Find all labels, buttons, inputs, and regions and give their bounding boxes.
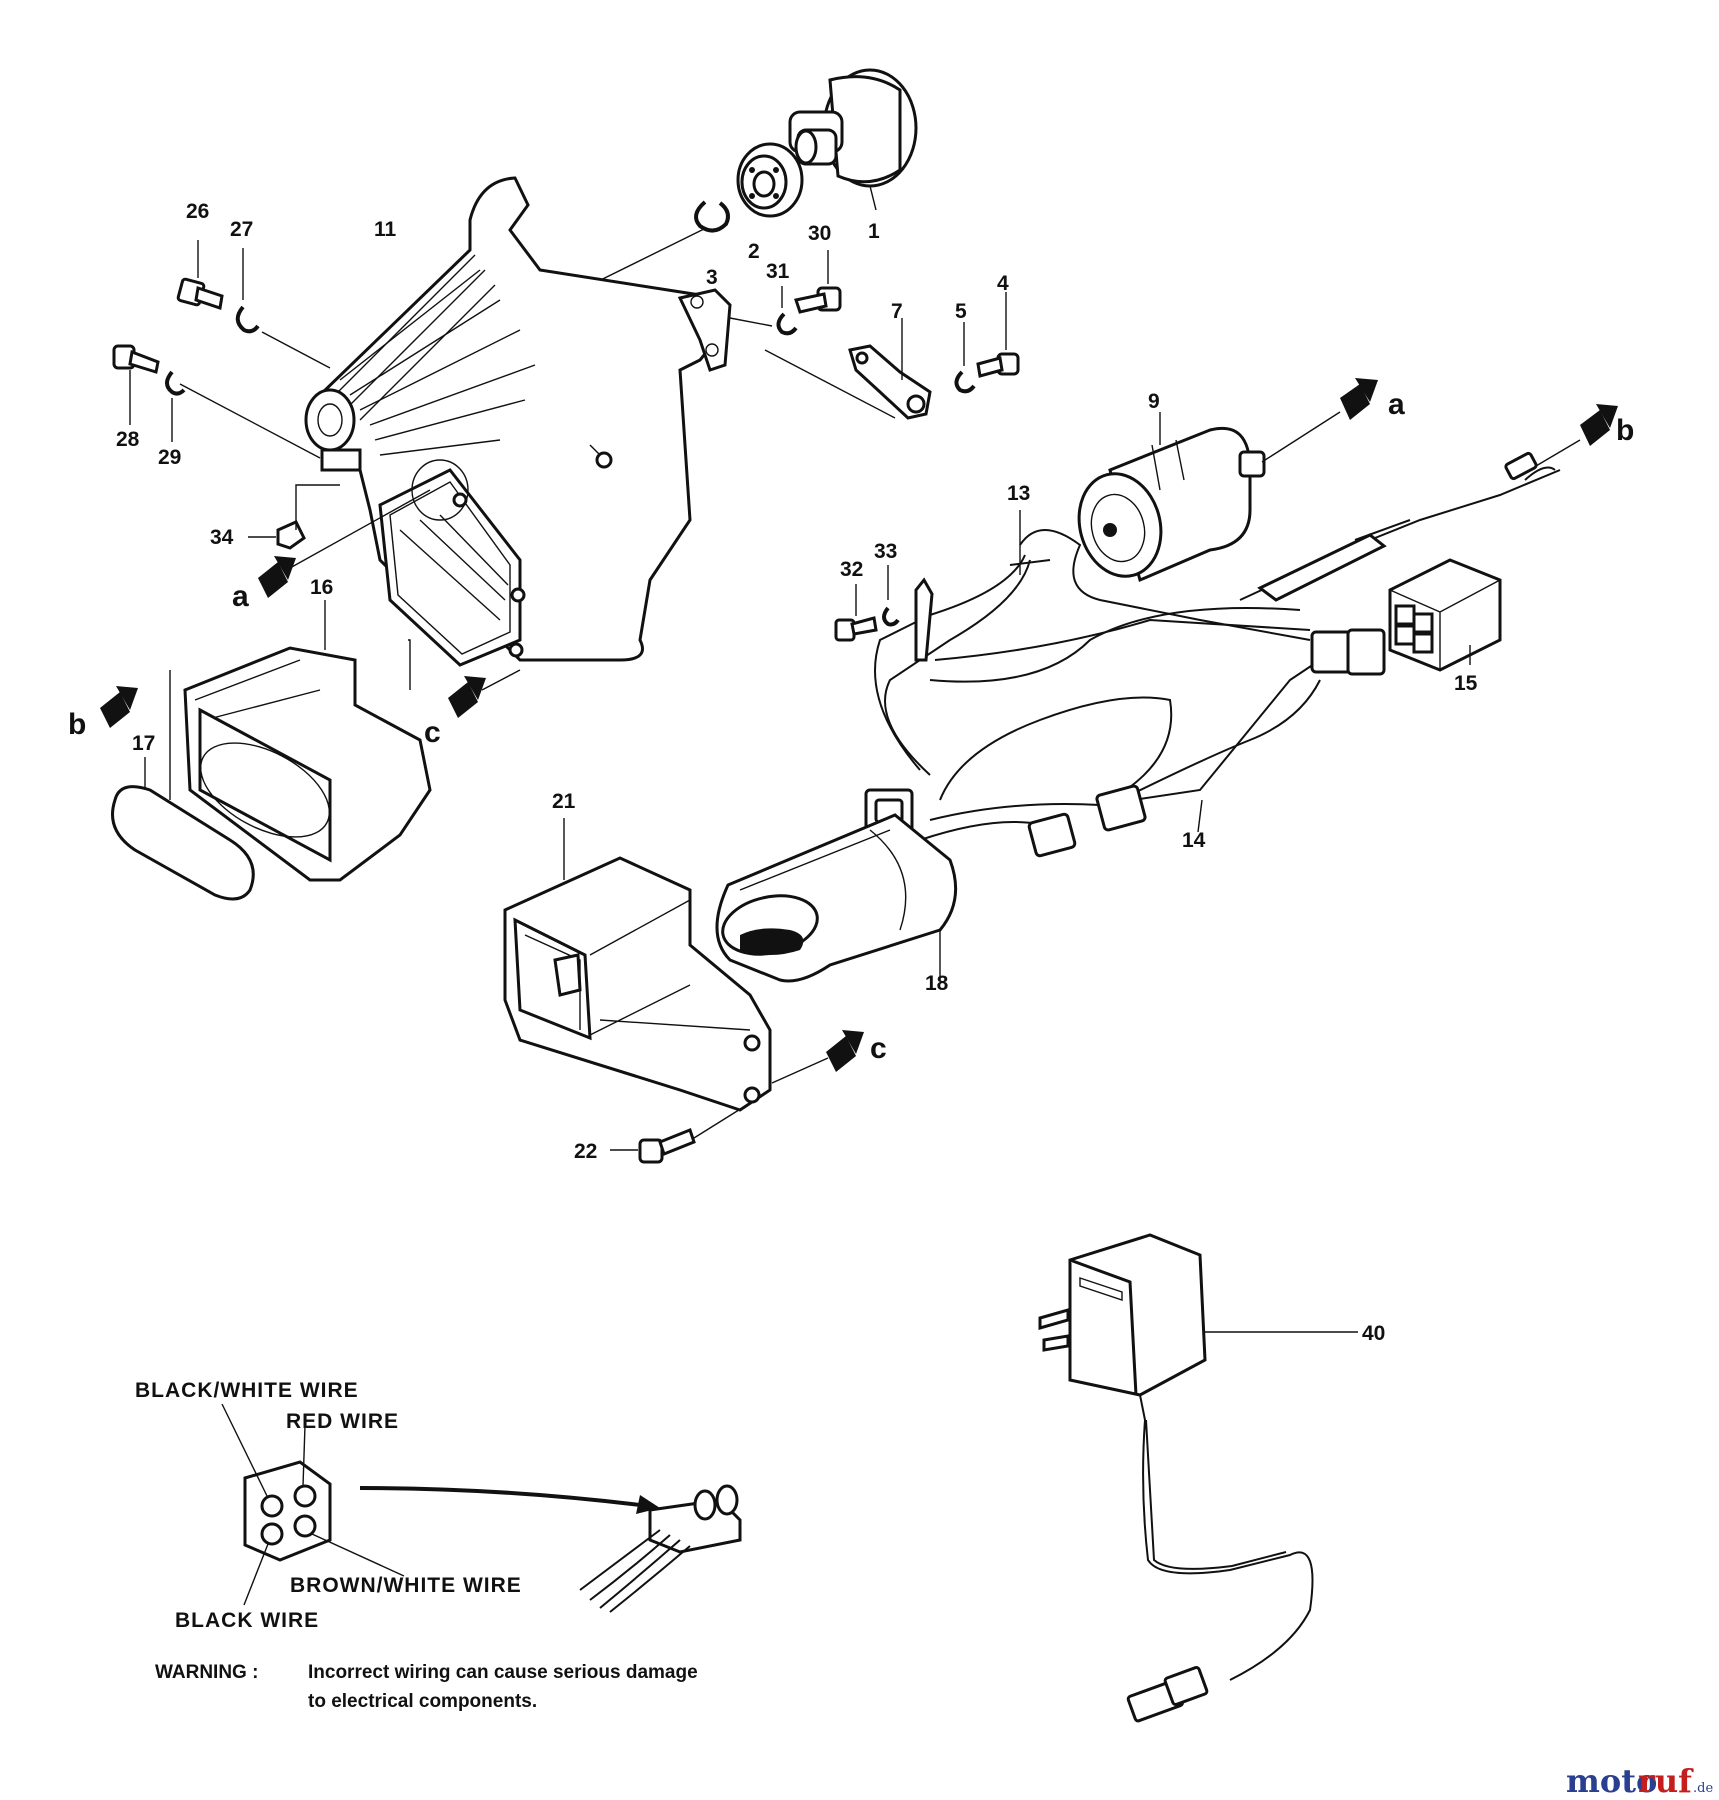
label-part-28: 28 (116, 428, 140, 451)
label-part-7: 7 (891, 300, 903, 323)
label-part-31: 31 (766, 260, 790, 283)
part-31-washer (729, 286, 798, 336)
part-13-wire (1009, 510, 1051, 575)
part-40-charger (1038, 1233, 1358, 1723)
label-part-2: 2 (748, 240, 760, 263)
label-part-33: 33 (874, 540, 897, 563)
ref-letter-c-left: c (424, 716, 441, 749)
part-11-gear-housing (304, 176, 732, 667)
part-14-wiring-harness (864, 451, 1561, 858)
label-part-17: 17 (132, 732, 155, 755)
wire-label-black: BLACK WIRE (175, 1609, 319, 1632)
svg-text:moto: moto (1566, 1762, 1657, 1800)
label-part-3: 3 (706, 266, 718, 289)
label-part-5: 5 (955, 300, 967, 323)
part-5-washer (954, 322, 976, 394)
label-part-1: 1 (868, 220, 880, 243)
label-part-14: 14 (1182, 829, 1206, 852)
label-part-22: 22 (574, 1140, 597, 1163)
wire-label-brown-white: BROWN/WHITE WIRE (290, 1574, 522, 1597)
part-15-connector (1388, 558, 1502, 672)
label-part-9: 9 (1148, 390, 1160, 413)
part-27-washer (235, 248, 331, 369)
ref-letter-b-left: b (68, 708, 86, 741)
part-18-battery-pack (715, 813, 958, 983)
part-4-screw (976, 292, 1020, 378)
watermark-logo: moto ruf .de (1566, 1762, 1713, 1800)
connector-detail (221, 1403, 742, 1613)
part-26-screw (176, 240, 224, 310)
ref-letter-c-bottom: c (870, 1032, 887, 1065)
part-1-clutch-drum (788, 68, 918, 211)
arrow-a-left (258, 489, 431, 598)
label-part-11: 11 (374, 218, 397, 241)
warning-line-2: to electrical components. (308, 1691, 537, 1712)
label-part-32: 32 (840, 558, 863, 581)
part-29-washer (165, 370, 321, 459)
part-32-screw (834, 584, 878, 642)
part-33-washer (882, 565, 934, 662)
part-28-screw (112, 344, 160, 425)
label-part-16: 16 (310, 576, 333, 599)
label-part-15: 15 (1454, 672, 1478, 695)
ref-letter-a-left: a (232, 580, 249, 613)
part-7-bracket (764, 318, 932, 420)
warning-label: WARNING : (155, 1662, 258, 1683)
warning-line-1: Incorrect wiring can cause serious damag… (308, 1662, 698, 1683)
label-part-27: 27 (230, 218, 253, 241)
part-21-battery-housing (503, 818, 772, 1112)
label-part-30: 30 (808, 222, 831, 245)
part-16-battery-cover (183, 600, 432, 882)
arrow-c-left (448, 669, 521, 718)
part-30-screw (794, 250, 842, 314)
wire-label-red: RED WIRE (286, 1410, 399, 1433)
svg-text:ruf: ruf (1638, 1762, 1694, 1800)
part-9-motor (1077, 411, 1341, 583)
label-part-4: 4 (997, 272, 1009, 295)
ref-letter-a-top: a (1388, 388, 1405, 421)
label-part-26: 26 (186, 200, 209, 223)
label-part-34: 34 (210, 526, 234, 549)
svg-text:.de: .de (1693, 1781, 1713, 1796)
label-part-21: 21 (552, 790, 576, 813)
arrow-b-top (1535, 404, 1618, 467)
part-2-bearing (736, 142, 804, 218)
label-part-13: 13 (1007, 482, 1030, 505)
part-17-plate (111, 670, 255, 901)
part-22-screw (610, 1102, 751, 1164)
arrow-a-top (1340, 378, 1378, 420)
arrow-c-bottom (771, 1030, 864, 1084)
label-part-40: 40 (1362, 1322, 1385, 1345)
arrow-b-left (100, 686, 138, 728)
wire-label-black-white: BLACK/WHITE WIRE (135, 1379, 359, 1402)
part-34-clip (248, 484, 340, 550)
ref-letter-b-top: b (1616, 414, 1634, 447)
label-part-18: 18 (925, 972, 949, 995)
label-part-29: 29 (158, 446, 181, 469)
